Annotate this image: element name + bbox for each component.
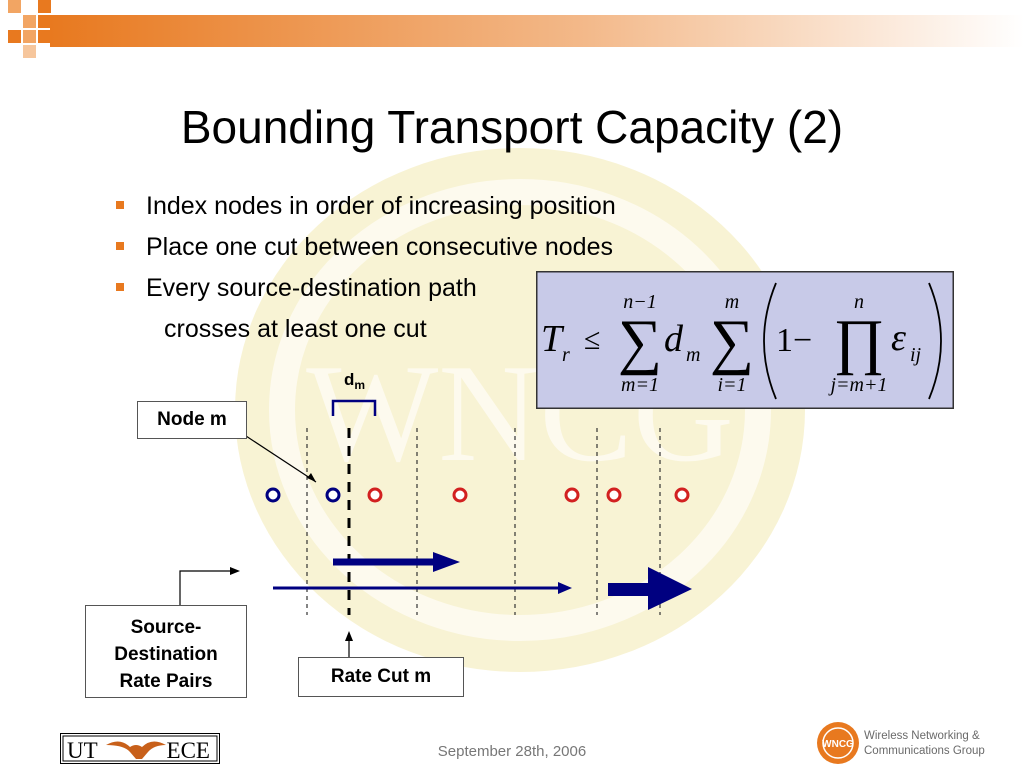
formula-lhs: T xyxy=(541,318,565,360)
source-pointer-line xyxy=(179,570,230,605)
node-destination xyxy=(564,487,580,503)
node-destination xyxy=(452,487,468,503)
ece-text: ECE xyxy=(167,738,210,763)
prod-symbol: ∏ xyxy=(833,308,884,376)
rate-cut-label-box: Rate Cut m xyxy=(298,657,464,697)
right-paren xyxy=(928,282,942,400)
node-destination xyxy=(367,487,383,503)
bullet-continuation: crosses at least one cut xyxy=(164,315,427,343)
bullet-marker xyxy=(116,201,124,209)
rate-cut-pointer-arrowhead xyxy=(345,631,353,641)
formula-lhs-sub: r xyxy=(562,344,570,366)
wncg-line: Communications Group xyxy=(864,745,985,757)
flow-arrow-short-head xyxy=(433,552,460,572)
left-paren xyxy=(763,282,777,400)
wncg-line: Wireless Networking & xyxy=(864,730,980,742)
source-label-line: Source- xyxy=(130,617,202,638)
top-banner xyxy=(0,0,1024,60)
formula-relation: ≤ xyxy=(584,323,600,356)
node-m xyxy=(325,487,341,503)
bullet-marker xyxy=(116,283,124,291)
bullet-item: Place one cut between consecutive nodes xyxy=(110,227,616,268)
node-pointer-arrowhead xyxy=(307,473,316,482)
node-m-label-box: Node m xyxy=(137,401,247,439)
flow-arrow-long-head xyxy=(558,582,572,594)
prod-upper: n xyxy=(854,291,864,313)
node-destination xyxy=(674,487,690,503)
bullet-text: Place one cut between consecutive nodes xyxy=(146,233,613,261)
sum1-lower: m=1 xyxy=(621,374,659,396)
node-pointer-line xyxy=(245,435,317,483)
node-destination xyxy=(606,487,622,503)
source-label-line: Rate Pairs xyxy=(119,671,213,692)
sum2-lower: i=1 xyxy=(717,374,746,396)
node-m-label: Node m xyxy=(157,409,227,430)
sum1-symbol: ∑ xyxy=(618,308,662,376)
longhorn-icon: UT ECE xyxy=(60,733,220,764)
bullet-text: Every source-destination path xyxy=(146,274,477,302)
formula-term: d xyxy=(664,318,684,360)
rate-cut-label: Rate Cut m xyxy=(330,666,432,687)
slide-title: Bounding Transport Capacity (2) xyxy=(180,101,844,153)
dm-bracket xyxy=(331,399,377,416)
wncg-logo: WNCG Wireless Networking & Communication… xyxy=(816,721,1024,765)
bullet-item: Every source-destination path crosses at … xyxy=(110,268,616,350)
footer-date: September 28th, 2006 xyxy=(437,743,587,760)
banner-graphic xyxy=(8,0,1024,58)
dm-label: dm xyxy=(344,370,365,392)
wncg-emblem-text: WNCG xyxy=(822,739,854,750)
formula-box: T r ≤ n−1 ∑ m=1 d m m ∑ i=1 1− n ∏ j=m+1… xyxy=(536,271,954,409)
ut-text: UT xyxy=(67,738,98,763)
bullet-item: Index nodes in order of increasing posit… xyxy=(110,186,616,227)
ut-ece-logo: UT ECE xyxy=(60,733,220,764)
wncg-emblem-icon: WNCG xyxy=(817,722,859,764)
sum2-upper: m xyxy=(725,291,739,313)
bullet-marker xyxy=(116,242,124,250)
sum2-symbol: ∑ xyxy=(710,308,754,376)
flow-arrow-large-head xyxy=(648,567,692,610)
bullet-text: Index nodes in order of increasing posit… xyxy=(146,192,616,220)
bullet-list: Index nodes in order of increasing posit… xyxy=(110,186,616,350)
node-source xyxy=(265,487,281,503)
formula-term-sub: m xyxy=(686,344,700,366)
formula-epsilon-sub: ij xyxy=(910,344,922,366)
source-pointer-arrowhead xyxy=(230,567,240,575)
cut-diagram: dm xyxy=(179,370,692,658)
flow-arrow-large xyxy=(608,583,650,596)
sum1-upper: n−1 xyxy=(623,291,657,313)
formula-one-minus: 1− xyxy=(776,322,812,359)
source-destination-box: Source- Destination Rate Pairs xyxy=(85,605,247,698)
prod-lower: j=m+1 xyxy=(828,374,888,396)
formula-epsilon: ε xyxy=(891,317,906,359)
source-label-line: Destination xyxy=(114,644,218,665)
wncg-name: Wireless Networking & Communications Gro… xyxy=(864,729,985,759)
